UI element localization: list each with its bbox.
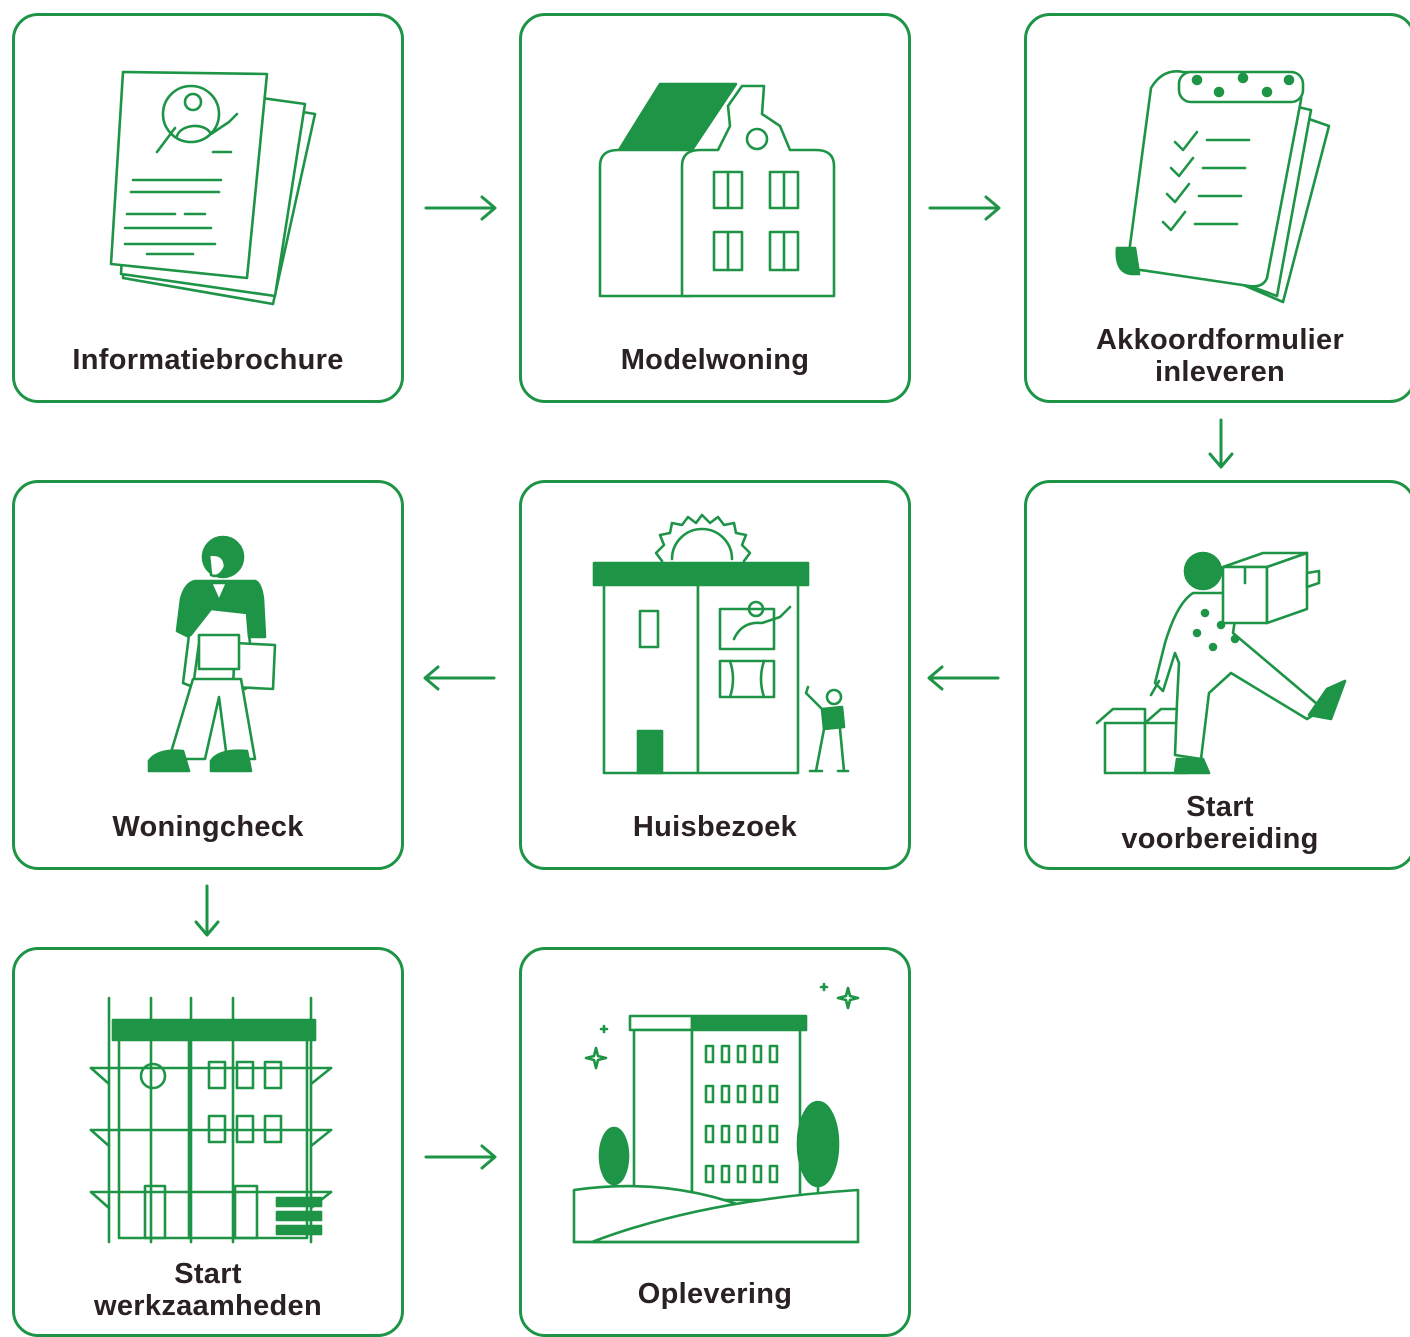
step-label: Oplevering <box>637 1278 793 1310</box>
step-label: Woningcheck <box>112 811 304 843</box>
model-house-icon <box>598 82 836 298</box>
step-card-woningcheck: Woningcheck <box>12 480 404 870</box>
step-card-modelwoning: Modelwoning <box>519 13 911 403</box>
scaffolding-icon <box>89 996 333 1244</box>
step-card-oplevering: Oplevering <box>519 947 911 1337</box>
checklist-form-icon <box>1115 70 1331 304</box>
arrow-right-icon <box>928 195 1001 221</box>
step-card-informatiebrochure: Informatiebrochure <box>12 13 404 403</box>
inspector-icon <box>147 535 277 773</box>
step-label: Modelwoning <box>620 344 810 376</box>
step-label: Huisbezoek <box>632 811 798 843</box>
arrow-left-icon <box>927 665 1000 691</box>
finished-building-icon <box>572 982 860 1244</box>
brochure-icon <box>109 70 317 306</box>
arrow-left-icon <box>423 665 496 691</box>
arrow-down-icon <box>194 884 220 937</box>
arrow-right-icon <box>424 195 497 221</box>
arrow-right-icon <box>424 1144 497 1170</box>
moving-boxes-icon <box>1095 551 1347 775</box>
step-label: Informatiebrochure <box>72 344 344 376</box>
house-visit-icon <box>592 513 850 775</box>
step-card-huisbezoek: Huisbezoek <box>519 480 911 870</box>
arrow-down-icon <box>1208 418 1234 469</box>
